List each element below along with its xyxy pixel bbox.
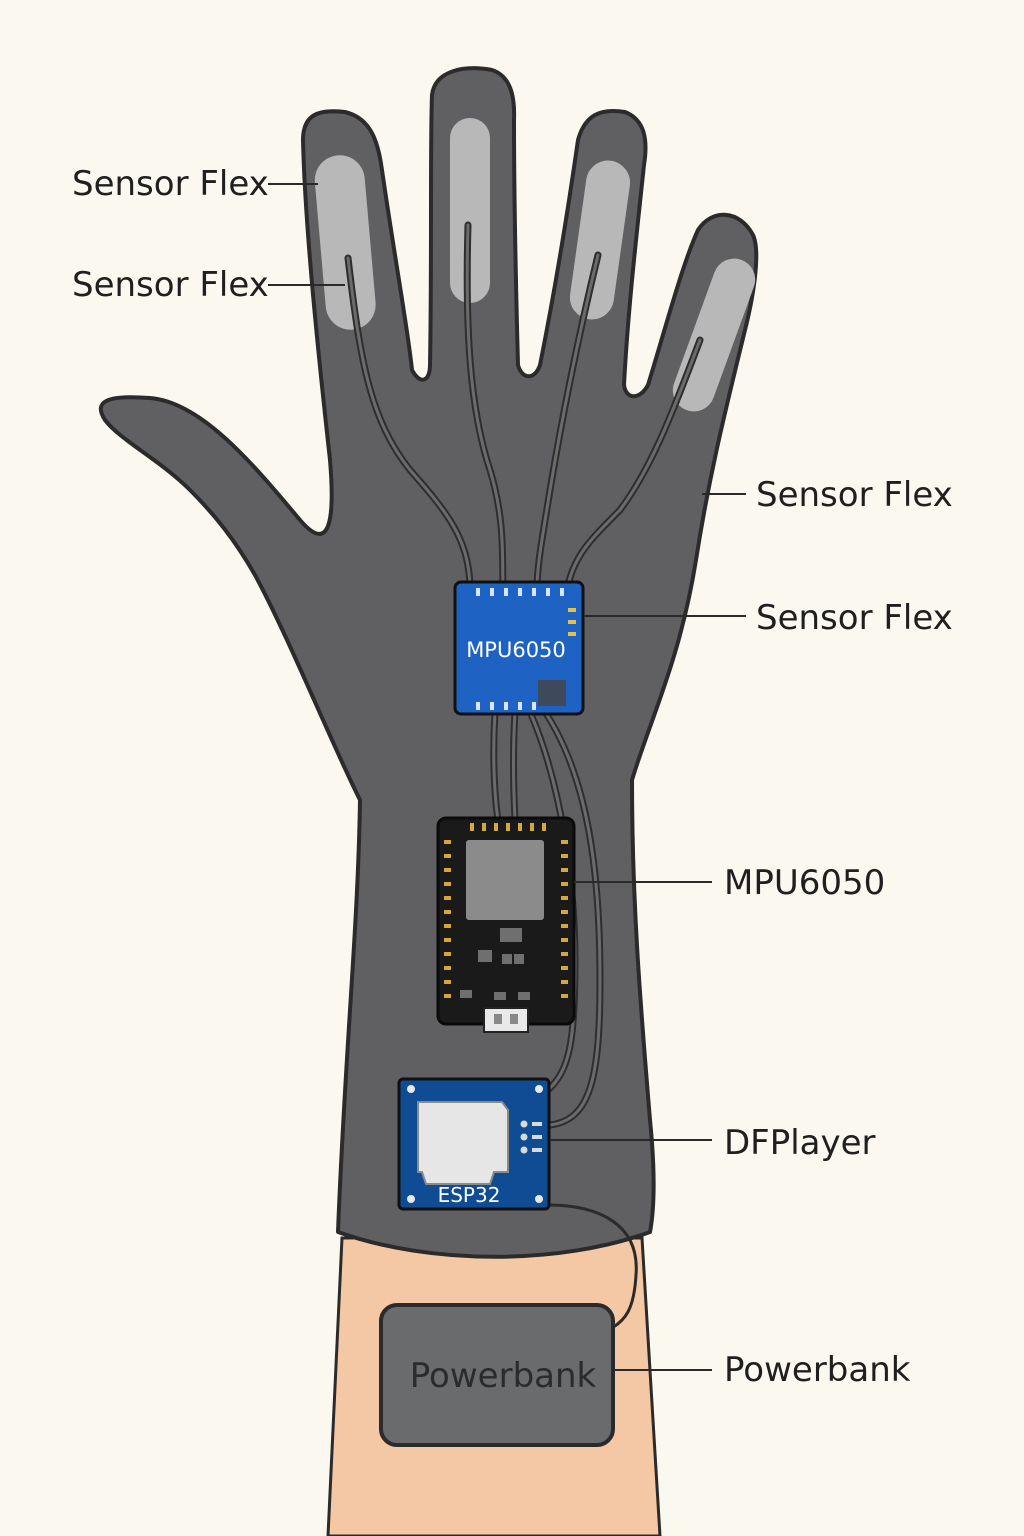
esp-usb-port: [483, 1007, 529, 1033]
powerbank-body-label: Powerbank: [410, 1356, 597, 1396]
label-sensor-flex-2: Sensor Flex: [72, 265, 269, 305]
flex-sensor-middle: [450, 118, 490, 303]
finger-sensor-strips: [314, 118, 756, 412]
label-sensor-flex-4: Sensor Flex: [756, 598, 953, 638]
esp-left-pins: [444, 840, 451, 998]
glove: [98, 66, 759, 1259]
finger-wires: [344, 221, 704, 589]
df-pins: [520, 1120, 542, 1154]
label-sensor-flex-1: Sensor Flex: [72, 164, 269, 204]
label-dfplayer: DFPlayer: [724, 1123, 876, 1163]
esp-components: [460, 928, 530, 1000]
flex-sensor-pinky: [672, 258, 756, 412]
sd-card-slot: [417, 1101, 509, 1185]
label-sensor-flex-3: Sensor Flex: [756, 475, 953, 515]
powerbank: Powerbank: [379, 1303, 615, 1447]
mpu-side-pads: [568, 608, 576, 636]
df-board-label: ESP32: [438, 1183, 501, 1207]
dfplayer-board: ESP32: [397, 1077, 551, 1211]
flex-sensor-ring: [569, 160, 631, 320]
mpu-board-label: MPU6050: [466, 638, 566, 662]
label-powerbank: Powerbank: [724, 1350, 911, 1390]
esp-right-pins: [561, 840, 568, 998]
label-mpu6050: MPU6050: [724, 863, 885, 903]
esp32-board: [436, 816, 576, 1033]
esp-module-shield: [466, 840, 544, 920]
callout-labels: Sensor Flex Sensor Flex Sensor Flex Sens…: [72, 164, 953, 1390]
mpu-bottom-pins: [476, 702, 536, 710]
mpu-chip: [538, 680, 566, 706]
leader-lines: [268, 183, 746, 1371]
mpu6050-board: MPU6050: [453, 580, 585, 716]
mpu-top-pins: [476, 588, 564, 596]
flex-sensor-index: [314, 155, 376, 330]
esp-top-pins: [470, 823, 546, 831]
